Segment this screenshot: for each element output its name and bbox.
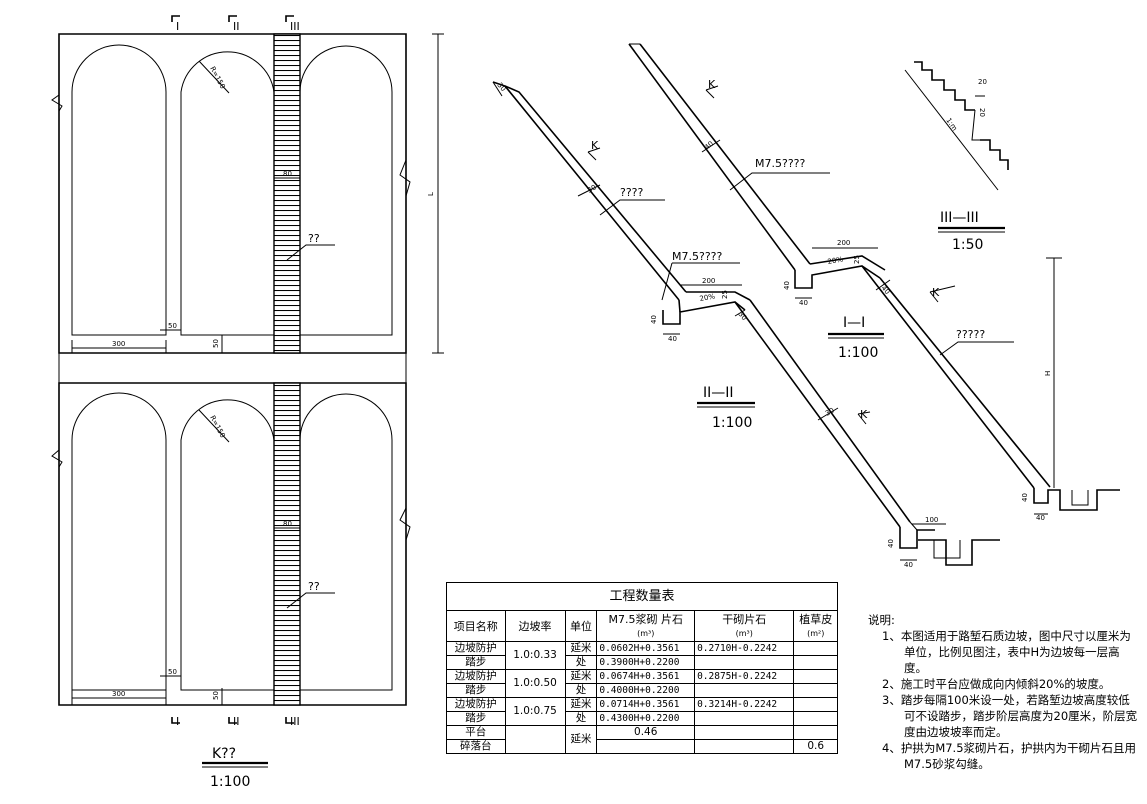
step-width-label: 80 [283,170,292,178]
section-mark-3: III [290,715,300,728]
table-row: 踏步 处 0.4000H+0.2200 [446,683,838,698]
arch [71,44,167,336]
platform-slope: 20% [827,255,844,266]
arch [299,45,393,336]
section-mark-2: II [233,715,240,728]
plan-title: K?? [212,746,236,762]
table-row: 碎落台 0.6 [446,739,838,754]
platform-width: 200 [837,239,850,247]
table-header: 项目名称 边坡率 单位 M7.5浆砌 片石(m³) 干砌片石(m³) 植草皮(m… [446,610,838,642]
radius-label: R=150 [208,65,226,90]
note-item: 2、施工时平台应做成向内倾斜20%的坡度。 [882,677,1111,691]
bottom-toe-width: 40 [1036,514,1045,522]
plan-bottom-frame [58,382,407,706]
ditch-width: 100 [925,516,938,524]
toe-height: 40 [783,281,791,290]
header-masonry: M7.5浆砌 片石(m³) [596,610,696,642]
arch [180,51,275,336]
step-strip [273,382,301,706]
section-mark-1: I [176,715,179,728]
toe-width: 40 [668,335,677,343]
step-strip [273,33,301,354]
quantity-table: 工程数量表 项目名称 边坡率 单位 M7.5浆砌 片石(m³) 干砌片石(m³)… [446,582,838,754]
bottom-toe-height: 40 [1021,493,1029,502]
bottom-toe-height: 40 [887,539,895,548]
table-row: 踏步 处 0.4300H+0.2200 [446,711,838,726]
section-3-title: III—III [940,210,979,226]
header-dry: 干砌片石(m³) [694,610,795,642]
table-row: 踏步 处 0.3900H+0.2200 [446,655,838,670]
thickness-label: 40 [703,140,715,152]
table-row: 边坡防护 1.0:0.33 延米 0.0602H+0.3561 0.2710H-… [446,641,838,670]
top-thickness: 30 [495,81,507,93]
slope-mark: K [591,139,599,152]
section-2-2: 30 K 30 ???? M7.5???? 200 20% 25 40 40 3… [492,81,1000,569]
side-dim: 50 [212,339,220,348]
section-1-scale: 1:100 [838,345,878,361]
header-turf: 植草皮(m²) [793,610,838,642]
plan-scale: 1:100 [210,774,250,790]
section-mark-1: I [176,20,179,33]
side-dim: 50 [212,691,220,700]
table-row: 平台 延米 0.46 [446,725,838,754]
arch [180,399,275,691]
section-mark-3: III [290,20,300,33]
step-width-label: 80 [283,520,292,528]
mortar-label: M7.5???? [672,250,722,263]
header-item: 项目名称 [446,610,506,642]
step-label: ?? [308,580,320,593]
lower-thickness: 30 [736,310,748,322]
height-label: H [1044,371,1052,376]
table-title: 工程数量表 [446,582,838,611]
platform-slope: 20% [699,292,716,303]
notes-title: 说明: [868,613,895,627]
height-label: L [427,192,435,196]
notes: 说明: 1、本图适用于路堑石质边坡，图中尺寸以厘米为单位，比例见图注，表中H为边… [868,612,1140,772]
toe-height: 40 [650,315,658,324]
slope-mark: K [708,78,716,91]
width-dim: 300 [112,340,125,348]
table-row: 边坡防护 1.0:0.50 延米 0.0674H+0.3561 0.2875H-… [446,669,838,698]
step-label: ?? [308,232,320,245]
step-height: 25 [721,290,729,299]
section-mark-2: II [233,20,240,33]
section-1-1: K 40 M7.5???? 200 20% 25 40 40 40 K ????… [628,43,1120,522]
table-row: 边坡防护 1.0:0.75 延米 0.0714H+0.3561 0.3214H-… [446,697,838,726]
step-h-label: 20 [978,78,987,86]
width-dim: 300 [112,690,125,698]
section-1-title: I—I [843,315,865,331]
plan-view: R=150 R=150 80 80 ?? ?? 300 50 50 300 50… [51,15,444,790]
section-2-title: II—II [703,385,734,401]
step-height: 25 [853,255,861,264]
section-2-scale: 1:100 [712,415,752,431]
lower-thickness-2: 30 [824,406,836,417]
arch [71,392,167,691]
gap-dim: 50 [168,668,177,676]
lower-slope-mark: K [860,408,868,421]
layer-label: ????? [956,328,985,341]
gap-dim: 50 [168,322,177,330]
section-3-3: 20 20 1:m III—III 1:50 [904,61,1009,253]
plan-top-frame [58,33,407,354]
toe-width: 40 [799,299,808,307]
lower-thickness: 40 [879,284,891,296]
radius-label: R=150 [208,414,226,439]
thickness-label: 30 [586,183,598,194]
header-ratio: 边坡率 [504,610,566,642]
step-h-label-2: 20 [978,108,986,117]
lower-slope-mark: K [932,286,940,299]
mortar-label: M7.5???? [755,157,805,170]
note-item: 3、踏步每隔100米设一处，若路堑边坡高度较低可不设踏步，踏步阶层高度为20厘米… [882,693,1138,739]
note-item: 4、护拱为M7.5浆砌片石，护拱内为干砌片石且用M7.5砂浆勾缝。 [882,741,1137,771]
layer-label: ???? [620,186,644,199]
arch [299,393,393,691]
note-item: 1、本图适用于路堑石质边坡，图中尺寸以厘米为单位，比例见图注，表中H为边坡每一层… [882,629,1131,675]
slope-ratio: 1:m [944,117,958,133]
header-unit: 单位 [564,610,598,642]
platform-width: 200 [702,277,715,285]
bottom-toe-width: 40 [904,561,913,569]
section-3-scale: 1:50 [952,237,983,253]
